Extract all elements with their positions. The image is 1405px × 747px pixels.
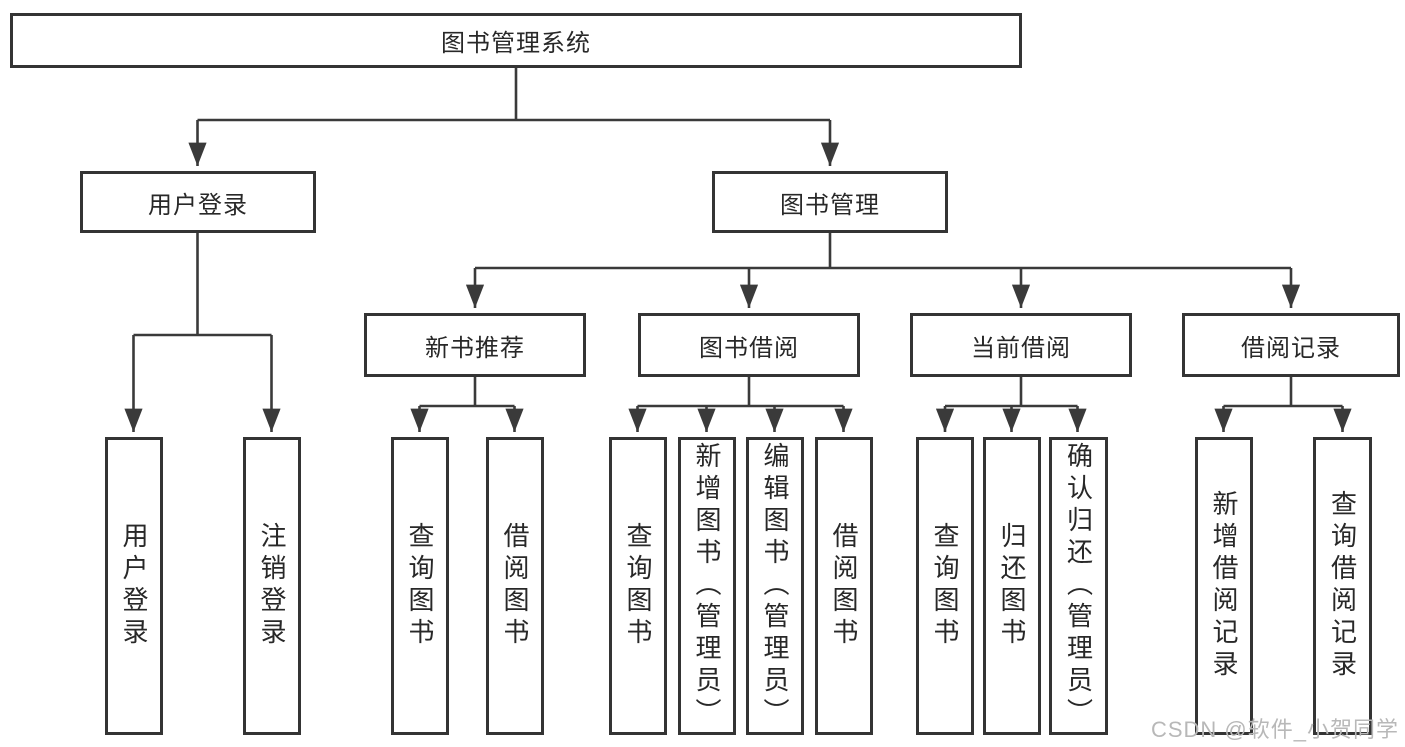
leaf-query-books-recommend-label: 查询图书 bbox=[405, 522, 435, 650]
leaf-query-borrow-record: 查询借阅记录 bbox=[1313, 437, 1372, 735]
node-new-book-recommend: 新书推荐 bbox=[364, 313, 586, 377]
leaf-confirm-return-admin-label: 确认归还（管理员） bbox=[1063, 442, 1094, 730]
leaf-add-book-admin-label: 新增图书（管理员） bbox=[692, 442, 722, 730]
leaf-query-books-recommend: 查询图书 bbox=[391, 437, 449, 735]
node-root: 图书管理系统 bbox=[10, 13, 1022, 68]
node-book-management: 图书管理 bbox=[712, 171, 948, 233]
leaf-user-login: 用户登录 bbox=[105, 437, 163, 735]
leaf-query-borrow-record-label: 查询借阅记录 bbox=[1327, 490, 1358, 682]
leaf-borrow-books-label: 借阅图书 bbox=[829, 522, 859, 650]
node-book-borrow: 图书借阅 bbox=[638, 313, 860, 377]
node-user-login: 用户登录 bbox=[80, 171, 316, 233]
leaf-user-login-label: 用户登录 bbox=[119, 522, 149, 650]
leaf-add-borrow-record: 新增借阅记录 bbox=[1195, 437, 1253, 735]
leaf-add-book-admin: 新增图书（管理员） bbox=[678, 437, 736, 735]
leaf-borrow-books: 借阅图书 bbox=[815, 437, 873, 735]
leaf-logout: 注销登录 bbox=[243, 437, 301, 735]
leaf-confirm-return-admin: 确认归还（管理员） bbox=[1049, 437, 1108, 735]
leaf-return-book-label: 归还图书 bbox=[997, 522, 1027, 650]
leaf-return-book: 归还图书 bbox=[983, 437, 1041, 735]
leaf-edit-book-admin: 编辑图书（管理员） bbox=[746, 437, 804, 735]
leaf-logout-label: 注销登录 bbox=[257, 522, 287, 650]
node-current-borrow: 当前借阅 bbox=[910, 313, 1132, 377]
leaf-borrow-books-recommend: 借阅图书 bbox=[486, 437, 544, 735]
leaf-edit-book-admin-label: 编辑图书（管理员） bbox=[760, 442, 790, 730]
leaf-query-books-current: 查询图书 bbox=[916, 437, 974, 735]
csdn-watermark: CSDN @软件_小贺同学 bbox=[1150, 717, 1399, 742]
leaf-query-books-borrow-label: 查询图书 bbox=[623, 522, 653, 650]
node-borrow-records: 借阅记录 bbox=[1182, 313, 1400, 377]
leaf-borrow-books-recommend-label: 借阅图书 bbox=[500, 522, 530, 650]
leaf-add-borrow-record-label: 新增借阅记录 bbox=[1209, 490, 1239, 682]
leaf-query-books-current-label: 查询图书 bbox=[930, 522, 960, 650]
leaf-query-books-borrow: 查询图书 bbox=[609, 437, 667, 735]
